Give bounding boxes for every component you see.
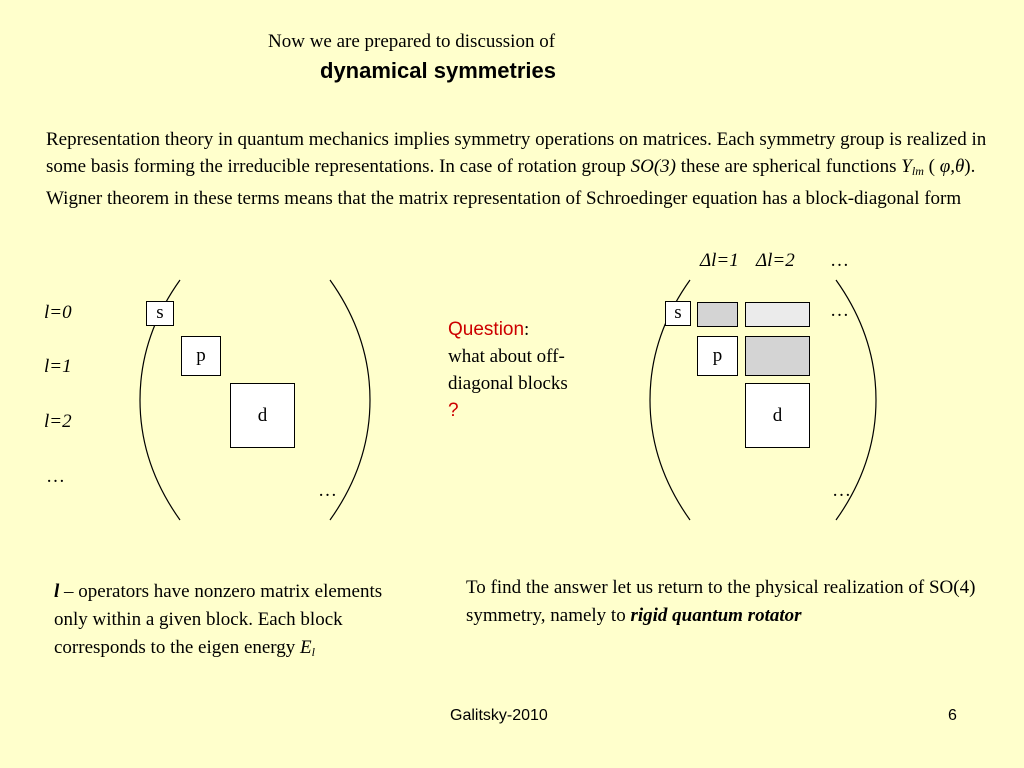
question-mark: ? xyxy=(448,400,459,421)
header-ellipsis: … xyxy=(830,250,849,271)
page-number: 6 xyxy=(948,707,957,724)
paragraph-func: Y xyxy=(901,156,912,177)
bottom-right-text: To find the answer let us return to the … xyxy=(466,574,1006,630)
offdiag-block-s-d xyxy=(745,302,810,327)
paragraph-args: φ,θ xyxy=(939,156,965,177)
paragraph-group: SO(3) xyxy=(630,156,676,177)
footer-text: Galitsky-2010 xyxy=(450,707,548,724)
block-d: d xyxy=(230,383,295,448)
paragraph-paren: ( xyxy=(923,156,940,177)
offdiag-block-p-d xyxy=(745,336,810,376)
block-d: d xyxy=(745,383,810,448)
question-word: Question xyxy=(448,319,525,340)
right-matrix-ellipsis-top: … xyxy=(830,300,849,321)
block-s: s xyxy=(146,301,174,326)
block-p: p xyxy=(181,336,221,376)
bottom-right-emphasis: rigid quantum rotator xyxy=(630,605,802,626)
slide-heading: dynamical symmetries xyxy=(320,58,557,83)
paragraph-func-sub: lm xyxy=(911,164,924,178)
header-dl2: Δl=2 xyxy=(756,250,795,271)
question-colon: : xyxy=(524,319,530,340)
operator-symbol: l xyxy=(54,581,60,602)
header-dl1: Δl=1 xyxy=(700,250,739,271)
block-s: s xyxy=(665,301,691,326)
energy-sub: l xyxy=(311,645,315,659)
row-label-l0: l=0 xyxy=(44,302,72,323)
right-matrix-ellipsis-bottom: … xyxy=(832,480,851,501)
block-p: p xyxy=(697,336,738,376)
paragraph-part2: these are spherical functions xyxy=(676,156,902,177)
question-text: what about off-diagonal blocks xyxy=(448,346,568,394)
offdiag-block-s-p xyxy=(697,302,738,327)
intro-line: Now we are prepared to discussion of xyxy=(268,31,556,52)
paragraph-part1: Representation theory in quantum mechani… xyxy=(46,129,987,177)
left-matrix-ellipsis: … xyxy=(318,480,337,501)
row-label-l2: l=2 xyxy=(44,411,72,432)
bottom-left-text: l – operators have nonzero matrix elemen… xyxy=(54,578,399,666)
right-bracket xyxy=(329,279,371,521)
bottom-left-body: – operators have nonzero matrix elements… xyxy=(54,581,383,658)
row-label-more: … xyxy=(46,466,65,487)
row-label-l1: l=1 xyxy=(44,356,72,377)
energy-symbol: E xyxy=(300,637,312,658)
bottom-right-body: To find the answer let us return to the … xyxy=(466,577,976,626)
intro-paragraph: Representation theory in quantum mechani… xyxy=(46,126,1006,212)
right-bracket xyxy=(835,279,877,521)
question-block: Question:what about off-diagonal blocks … xyxy=(448,316,578,424)
paragraph-part3: ). Wigner theorem in these terms means t… xyxy=(46,156,976,209)
